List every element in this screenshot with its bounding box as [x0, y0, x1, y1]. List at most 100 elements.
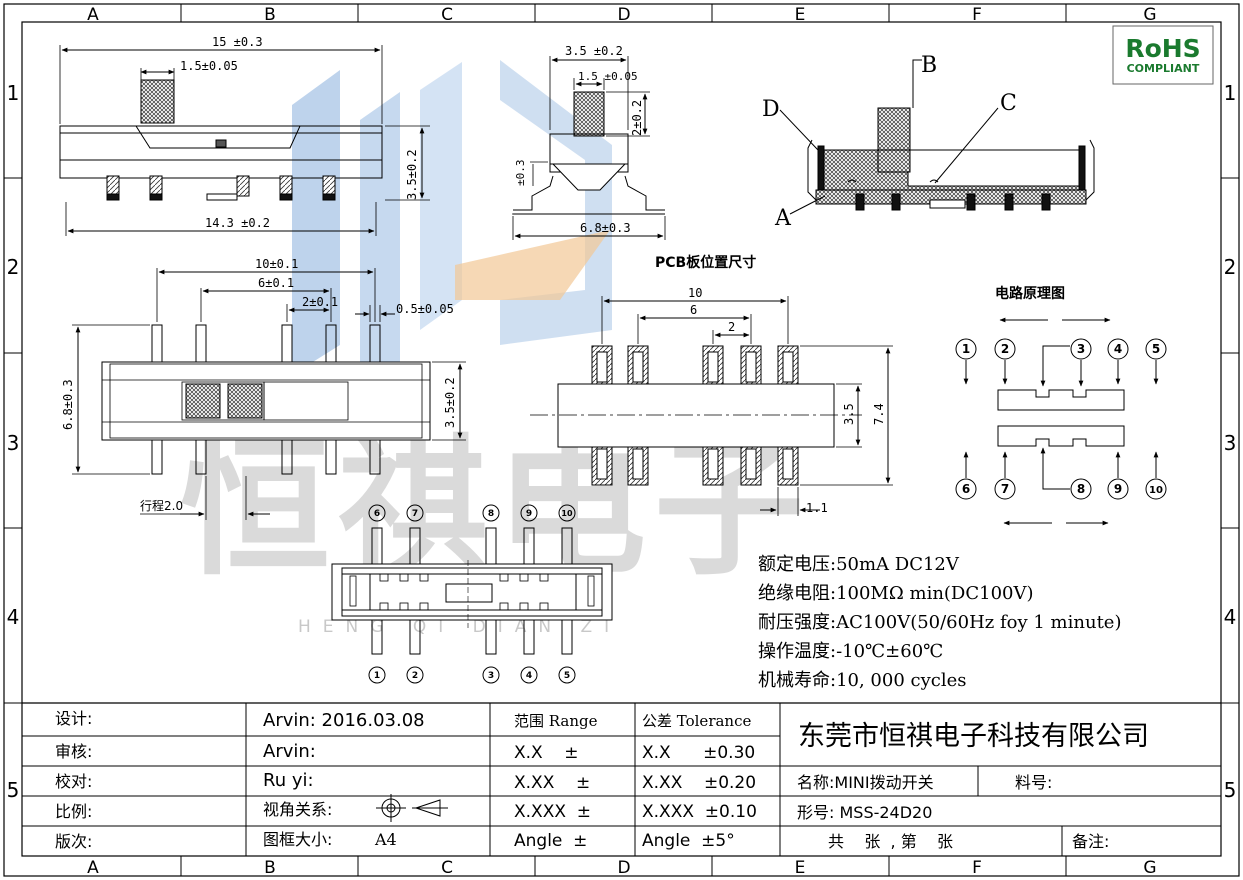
frame-row-labels-right: 1 2 3 4 5	[1224, 81, 1237, 802]
label-b: B	[921, 53, 937, 78]
tolerance-row: Angle ±5°	[642, 831, 735, 851]
dim-pcb-pad-width: 1.1	[806, 501, 828, 515]
col-label: F	[972, 5, 982, 25]
schematic-slider-bottom	[997, 425, 1125, 447]
dim-pcb-body-height: 3.5	[842, 403, 856, 425]
dim-top-pitch: 2±0.1	[302, 295, 338, 309]
view-label: 视角关系:	[263, 800, 332, 819]
top-view-knob-b	[227, 383, 263, 419]
top-view	[72, 268, 466, 520]
size-label: 图框大小:	[263, 830, 332, 849]
range-row: X.XX ±	[514, 773, 590, 793]
remarks-label: 备注:	[1072, 832, 1109, 851]
schematic-pin: 10	[1149, 485, 1163, 496]
size-value: A4	[374, 830, 397, 849]
col-label: E	[795, 858, 806, 878]
dim-end-height: ±0.3	[514, 160, 527, 187]
range-header: 范围 Range	[514, 712, 598, 730]
dim-end-knob-height: 2±0.2	[630, 100, 644, 136]
bottom-view-pin-labels: 6 7 8 9 10 1 2 3 4 5	[374, 509, 573, 681]
row-label: 4	[7, 605, 20, 629]
col-label: E	[795, 5, 806, 25]
range-row: X.X ±	[514, 743, 579, 763]
dim-end-knob: 1.5 ±0.05	[578, 70, 638, 83]
schematic	[955, 317, 1167, 526]
schematic-pin: 3	[1077, 342, 1085, 356]
label-a: A	[774, 206, 792, 231]
title-block-left: 设计: Arvin: 2016.03.08 审核: Arvin: 校对: Ru …	[55, 709, 425, 851]
watermark-pinyin: HENG QI DIAN ZI	[298, 617, 621, 637]
bottom-pin: 1	[374, 671, 380, 681]
schematic-pin: 2	[1001, 342, 1009, 356]
row-label: 5	[1224, 778, 1237, 802]
section-view	[779, 59, 1095, 215]
projection-symbol-icon	[376, 794, 448, 822]
tolerance-header: 公差 Tolerance	[642, 712, 751, 730]
bottom-pin: 5	[564, 671, 570, 681]
top-view-pins-upper	[151, 324, 381, 366]
title-block-right: 东莞市恒祺电子科技有限公司 名称:MINI拨动开关 料号: 形号: MSS-24…	[797, 721, 1149, 851]
spec-withstand: 耐压强度:AC100V(50/60Hz foy 1 minute)	[758, 612, 1121, 633]
row-label: 1	[7, 81, 20, 105]
frame-column-labels-bottom: A B C D E F G	[87, 858, 1156, 878]
side-knob	[140, 79, 175, 124]
section-labels: B C D A	[762, 53, 1017, 231]
side-view	[59, 45, 430, 236]
schematic-pin: 9	[1114, 482, 1122, 496]
bottom-view	[331, 504, 613, 684]
col-label: B	[264, 5, 276, 25]
side-view-dims: 15 ±0.3 1.5±0.05 3.5±0.2 14.3 ±0.2	[180, 35, 419, 230]
bottom-pin: 6	[374, 509, 380, 519]
dim-pcb-span-outer: 10	[688, 286, 702, 300]
schematic-slider-top	[997, 389, 1125, 411]
row-label: 2	[1224, 255, 1237, 279]
pcb-layout	[530, 296, 893, 516]
row-label: 3	[7, 431, 20, 455]
dim-side-height: 3.5±0.2	[405, 149, 419, 200]
dim-end-width: 3.5 ±0.2	[565, 44, 623, 58]
col-label: D	[617, 5, 630, 25]
row-label: 4	[1224, 605, 1237, 629]
watermark-blue-bar-right	[420, 62, 462, 330]
schematic-pin: 4	[1114, 342, 1122, 356]
col-label: B	[264, 858, 276, 878]
bottom-pin: 7	[412, 509, 418, 519]
dim-side-base: 14.3 ±0.2	[205, 216, 270, 230]
review-value: Arvin:	[263, 741, 316, 762]
pcb-title: PCB板位置尺寸	[655, 254, 756, 271]
schematic-pin-labels: 1 2 3 4 5 6 7 8 9 10	[962, 342, 1163, 496]
tolerance-row: X.XXX ±0.10	[642, 802, 757, 822]
col-label: C	[441, 858, 453, 878]
dim-top-height: 3.5±0.2	[443, 377, 457, 428]
dim-pcb-total-height: 7.4	[872, 403, 886, 425]
title-block-grid	[22, 702, 1221, 856]
top-view-body	[101, 361, 431, 441]
schematic-pin: 7	[1001, 482, 1009, 496]
row-label: 1	[1224, 81, 1237, 105]
side-body	[59, 125, 383, 179]
bottom-pin: 2	[412, 671, 418, 681]
label-d: D	[762, 97, 780, 122]
pcb-pads-upper	[591, 345, 799, 385]
bottom-view-body	[331, 563, 613, 621]
dim-side-width: 15 ±0.3	[212, 35, 263, 49]
col-label: D	[617, 858, 630, 878]
watermark-orange-wedge	[455, 230, 610, 300]
watermark-blue-bar-left	[292, 70, 340, 375]
spec-insulation: 绝缘电阻:100MΩ min(DC100V)	[758, 583, 1034, 604]
bottom-pin: 9	[526, 509, 532, 519]
top-view-knob-a	[185, 383, 221, 419]
range-row: Angle ±	[514, 831, 587, 851]
spec-temperature: 操作温度:-10℃±60℃	[758, 641, 943, 662]
bottom-pin: 8	[488, 509, 494, 519]
part-number-label: 料号:	[1015, 773, 1052, 792]
bottom-pin: 4	[526, 671, 532, 681]
dim-top-body-width: 6.8±0.3	[61, 379, 75, 430]
spec-list: 额定电压:50mA DC12V 绝缘电阻:100MΩ min(DC100V) 耐…	[758, 554, 1121, 691]
part-name: 名称:MINI拨动开关	[797, 773, 934, 792]
col-label: C	[441, 5, 453, 25]
frame-row-labels-left: 1 2 3 4 5	[7, 81, 20, 802]
tolerance-row: X.XX ±0.20	[642, 773, 756, 793]
design-value: Arvin: 2016.03.08	[263, 710, 425, 731]
dim-top-travel: 行程2.0	[140, 498, 183, 513]
